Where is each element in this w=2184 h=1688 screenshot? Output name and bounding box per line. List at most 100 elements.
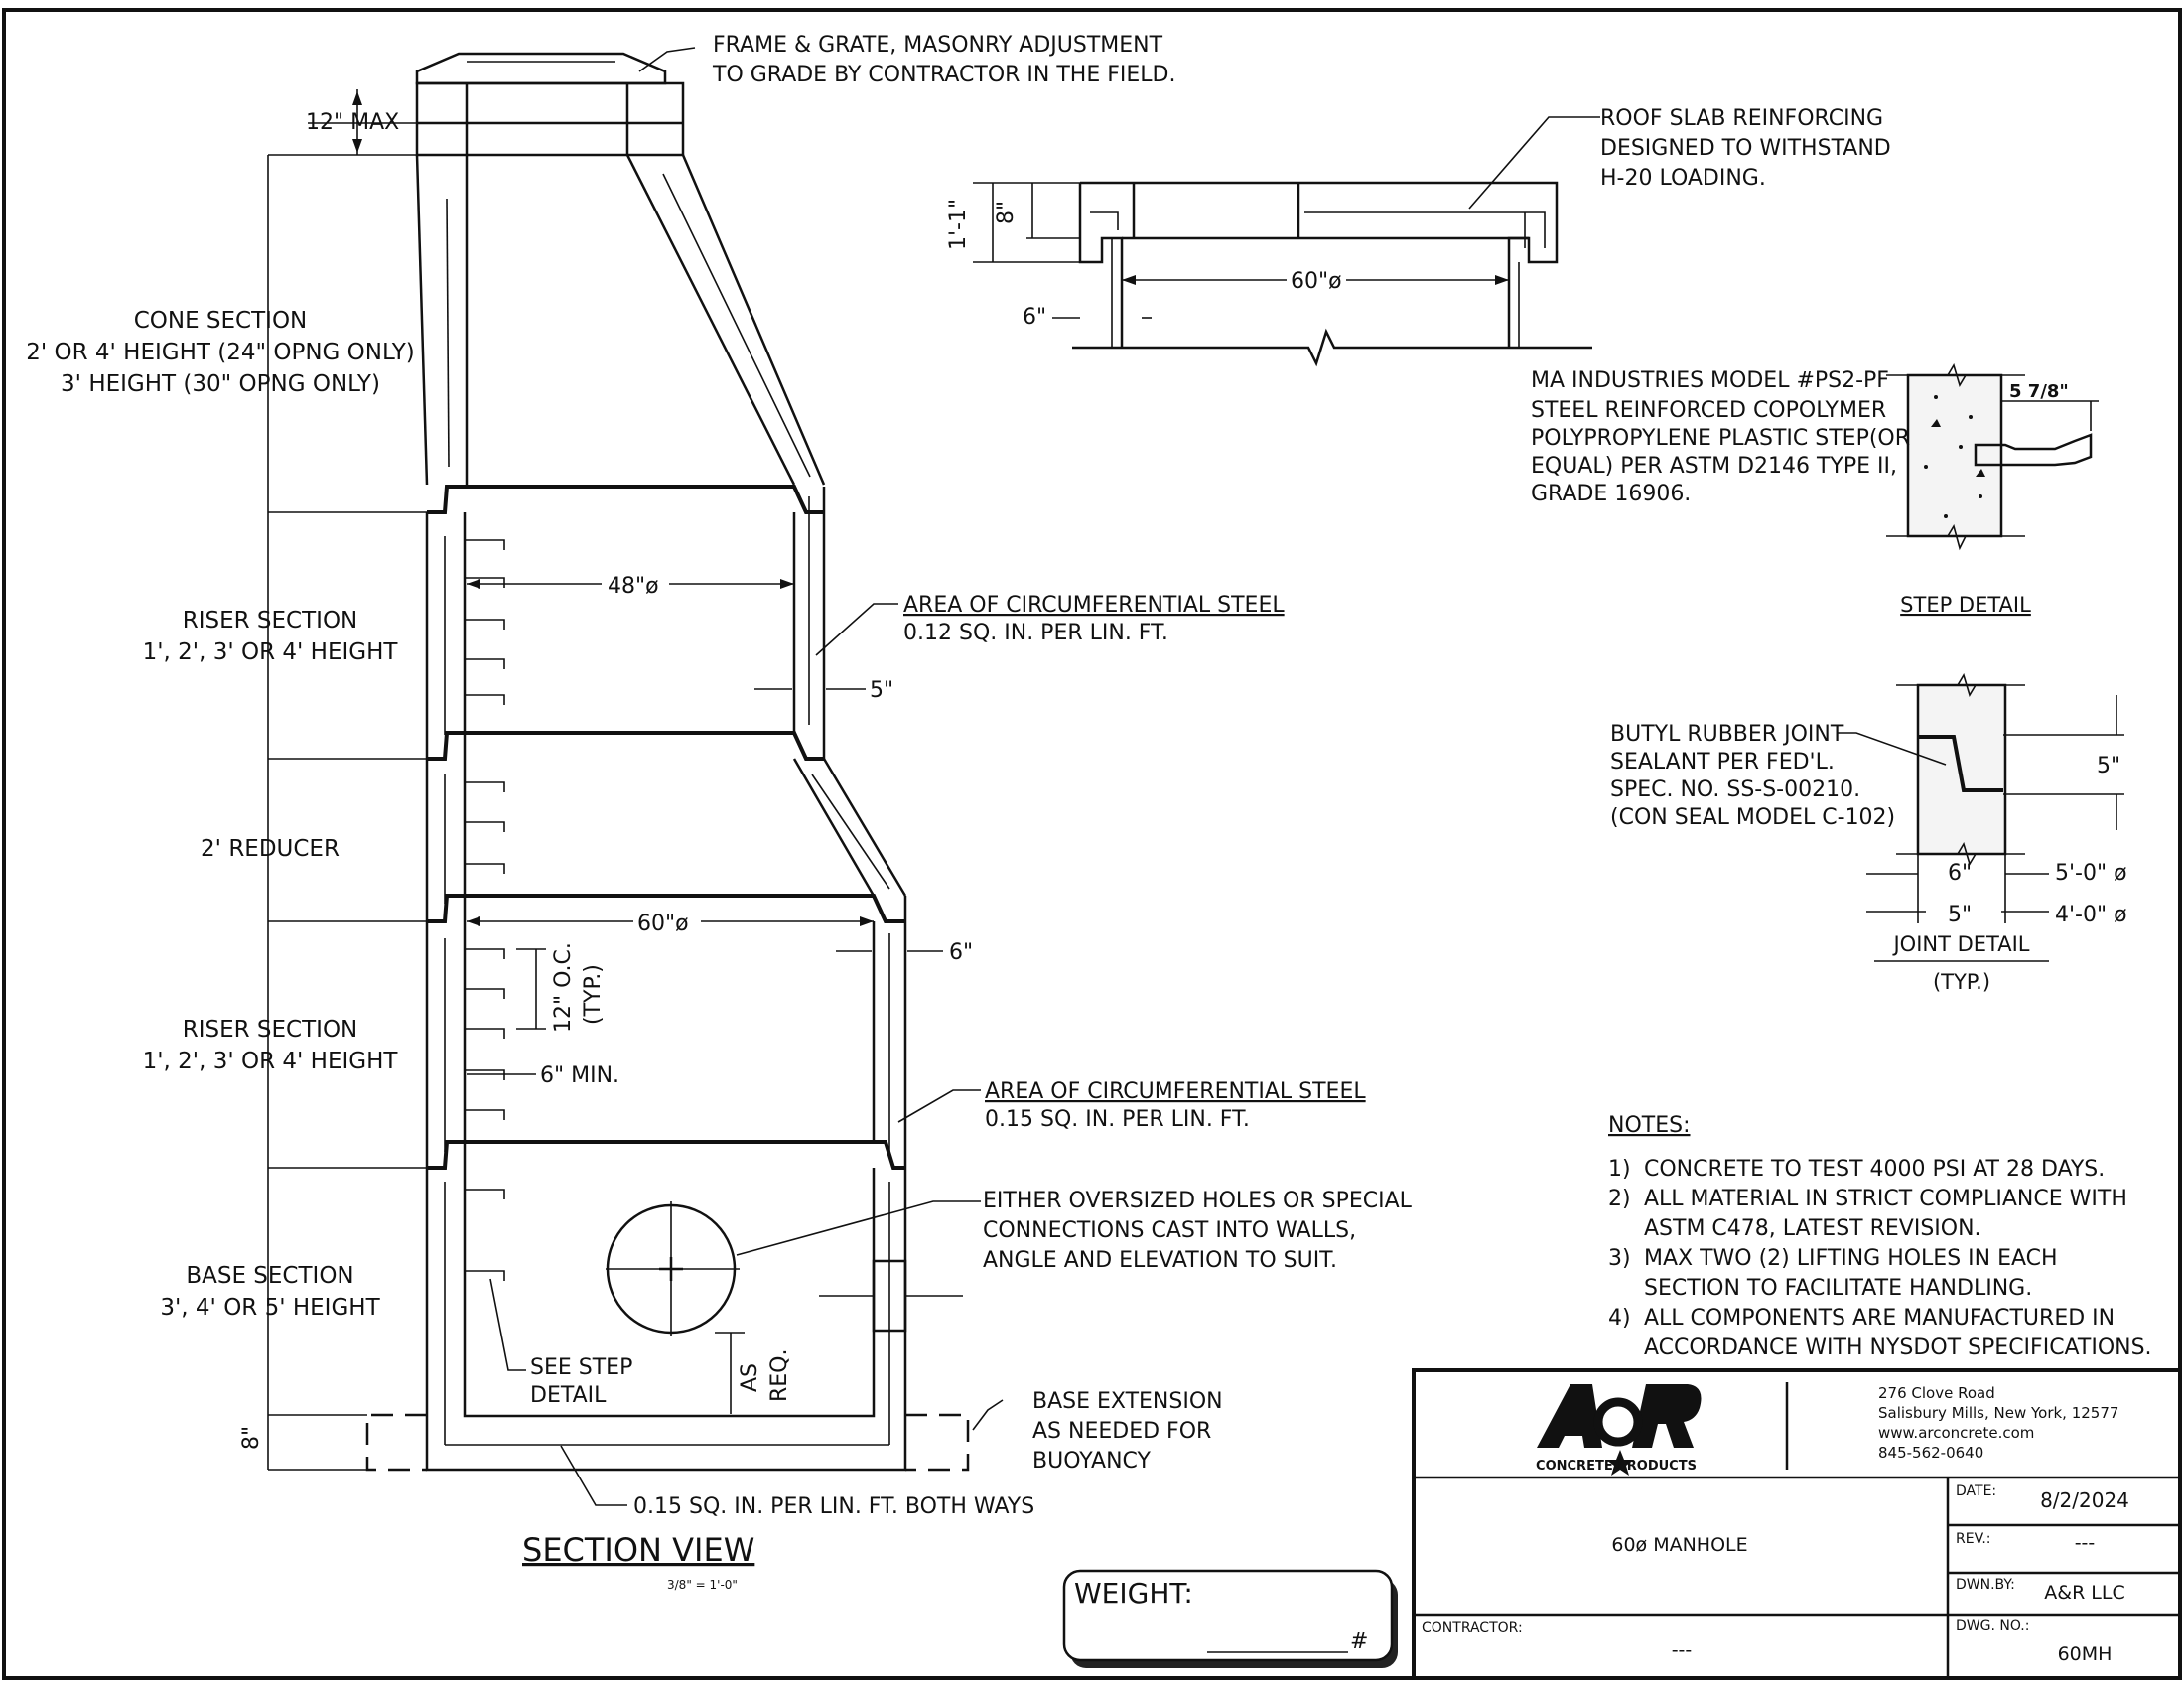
- roof-dim-total: 1'-1": [946, 199, 971, 250]
- roof-dim-dia: 60"ø: [1291, 269, 1342, 294]
- dwgno-value: 60MH: [2058, 1643, 2113, 1665]
- roof-dim-inner: 8": [994, 201, 1019, 224]
- title-block: [1412, 1368, 2182, 1680]
- step-note-2: STEEL REINFORCED COPOLYMER: [1531, 398, 1886, 423]
- riser1-label-2: 1', 2', 3' OR 4' HEIGHT: [143, 639, 399, 665]
- joint-row1-left: 6": [1948, 861, 1972, 886]
- joint-note-3: SPEC. NO. SS-S-00210.: [1610, 777, 1860, 802]
- joint-dim-5: 5": [2097, 754, 2120, 778]
- note-num: 3): [1608, 1246, 1631, 1271]
- logo-sub: CONCRETE PRODUCTS: [1536, 1459, 1697, 1474]
- roof-note-3: H-20 LOADING.: [1600, 166, 1766, 191]
- joint-detail-title: JOINT DETAIL: [1891, 932, 2029, 956]
- note-text: ALL MATERIAL IN STRICT COMPLIANCE WITH: [1644, 1187, 2127, 1211]
- joint-note-2: SEALANT PER FED'L.: [1610, 750, 1835, 774]
- weight-label: WEIGHT:: [1074, 1577, 1193, 1610]
- dwgno-label: DWG. NO.:: [1956, 1618, 2029, 1634]
- base-ext-2: AS NEEDED FOR: [1032, 1419, 1211, 1444]
- section-view: [267, 47, 1004, 1506]
- dim-6-min: 6" MIN.: [540, 1063, 619, 1088]
- cone-outer-right: [681, 154, 826, 486]
- address-3: www.arconcrete.com: [1878, 1424, 2034, 1442]
- joint-riser-reducer: [427, 731, 824, 761]
- dim-60: 60"ø: [637, 912, 689, 936]
- holes-note-3: ANGLE AND ELEVATION TO SUIT.: [983, 1248, 1337, 1273]
- rev-label: REV.:: [1956, 1531, 1991, 1547]
- dwnby-label: DWN.BY:: [1956, 1577, 2015, 1593]
- joint-riser-base: [427, 1140, 905, 1170]
- cone-label-2: 2' OR 4' HEIGHT (24" OPNG ONLY): [26, 340, 415, 365]
- section-view-scale: 3/8" = 1'-0": [667, 1578, 738, 1592]
- base-ext-1: BASE EXTENSION: [1032, 1389, 1223, 1414]
- joint-detail: [1837, 673, 2124, 923]
- dim-12-oc: 12" O.C.: [551, 942, 576, 1033]
- notes-title: NOTES:: [1608, 1113, 1691, 1138]
- joint-detail-sub: (TYP.): [1933, 970, 1990, 994]
- frame-note-1: FRAME & GRATE, MASONRY ADJUSTMENT: [713, 33, 1163, 58]
- joint-note-1: BUTYL RUBBER JOINT: [1610, 722, 1844, 747]
- joint-row2-left: 5": [1948, 903, 1972, 927]
- base-extension-left: [365, 1413, 427, 1472]
- grade-rings: [415, 81, 685, 157]
- joint-row1-right: 5'-0" ø: [2055, 861, 2127, 886]
- riser2-label-2: 1', 2', 3' OR 4' HEIGHT: [143, 1049, 399, 1074]
- note-num: 4): [1608, 1306, 1631, 1331]
- steps: [465, 539, 505, 1281]
- drawing-title: 60ø MANHOLE: [1611, 1534, 1747, 1556]
- joint-reducer-riser: [427, 894, 905, 923]
- base-label-1: BASE SECTION: [186, 1263, 353, 1289]
- roof-dim-wall: 6": [1023, 305, 1046, 330]
- note-text: MAX TWO (2) LIFTING HOLES IN EACH: [1644, 1246, 2058, 1271]
- date-value: 8/2/2024: [2040, 1488, 2129, 1512]
- cone-outer-left: [415, 154, 429, 486]
- base-label-2: 3', 4' OR 5' HEIGHT: [160, 1295, 380, 1321]
- note-num: 1): [1608, 1157, 1631, 1182]
- joint-note-4: (CON SEAL MODEL C-102): [1610, 805, 1895, 830]
- note-num: 2): [1608, 1187, 1631, 1211]
- contractor-value: ---: [1672, 1639, 1693, 1661]
- dim-48: 48"ø: [608, 574, 659, 599]
- step-note-4: EQUAL) PER ASTM D2146 TYPE II,: [1531, 454, 1897, 479]
- as-req-1: AS: [738, 1363, 762, 1392]
- step-detail-title: STEP DETAIL: [1900, 593, 2031, 617]
- weight-unit: #: [1350, 1629, 1368, 1654]
- riser2-label-1: RISER SECTION: [183, 1017, 358, 1043]
- steel-015-value: 0.15 SQ. IN. PER LIN. FT.: [985, 1107, 1250, 1132]
- note-text: SECTION TO FACILITATE HANDLING.: [1644, 1276, 2032, 1301]
- roof-note-2: DESIGNED TO WITHSTAND: [1600, 136, 1891, 161]
- sheet-border: [2, 8, 2182, 1680]
- reducer-label: 2' REDUCER: [201, 836, 340, 862]
- section-view-title: SECTION VIEW: [522, 1531, 754, 1569]
- base-extension-right: [905, 1413, 970, 1472]
- steel-012-title: AREA OF CIRCUMFERENTIAL STEEL: [903, 593, 1285, 618]
- dim-12-max: 12" MAX: [306, 110, 399, 135]
- see-step-2: DETAIL: [530, 1383, 607, 1408]
- weight-box: [1062, 1569, 1394, 1662]
- note-text: ALL COMPONENTS ARE MANUFACTURED IN: [1644, 1306, 2115, 1331]
- dim-wall-6: 6": [949, 940, 973, 965]
- step-detail: [1886, 363, 2099, 551]
- base-steel-note: 0.15 SQ. IN. PER LIN. FT. BOTH WAYS: [633, 1494, 1034, 1519]
- dim-typ: (TYP.): [581, 964, 606, 1025]
- holes-note-2: CONNECTIONS CAST INTO WALLS,: [983, 1218, 1356, 1243]
- contractor-label: CONTRACTOR:: [1422, 1620, 1523, 1636]
- holes-note-1: EITHER OVERSIZED HOLES OR SPECIAL: [983, 1189, 1413, 1213]
- as-req-2: REQ.: [767, 1349, 792, 1403]
- frame-note-2: TO GRADE BY CONTRACTOR IN THE FIELD.: [712, 63, 1175, 87]
- riser1-label-1: RISER SECTION: [183, 608, 358, 633]
- notes-list: 1) CONCRETE TO TEST 4000 PSI AT 28 DAYS.…: [1608, 1157, 2152, 1360]
- cone-label-3: 3' HEIGHT (30" OPNG ONLY): [61, 371, 380, 397]
- note-text: CONCRETE TO TEST 4000 PSI AT 28 DAYS.: [1644, 1157, 2105, 1182]
- dwnby-value: A&R LLC: [2044, 1582, 2125, 1604]
- rev-value: ---: [2075, 1532, 2096, 1554]
- roof-note-1: ROOF SLAB REINFORCING: [1600, 106, 1883, 131]
- joint-cone-riser: [427, 485, 824, 514]
- joint-row2-right: 4'-0" ø: [2055, 903, 2127, 927]
- step-note-3: POLYPROPYLENE PLASTIC STEP(OR: [1531, 426, 1910, 451]
- step-note-1: MA INDUSTRIES MODEL #PS2-PF: [1531, 368, 1889, 393]
- dim-wall-5: 5": [870, 678, 893, 703]
- steel-015-title: AREA OF CIRCUMFERENTIAL STEEL: [985, 1079, 1366, 1104]
- steel-012-value: 0.12 SQ. IN. PER LIN. FT.: [903, 621, 1168, 645]
- note-text: ASTM C478, LATEST REVISION.: [1644, 1216, 1981, 1241]
